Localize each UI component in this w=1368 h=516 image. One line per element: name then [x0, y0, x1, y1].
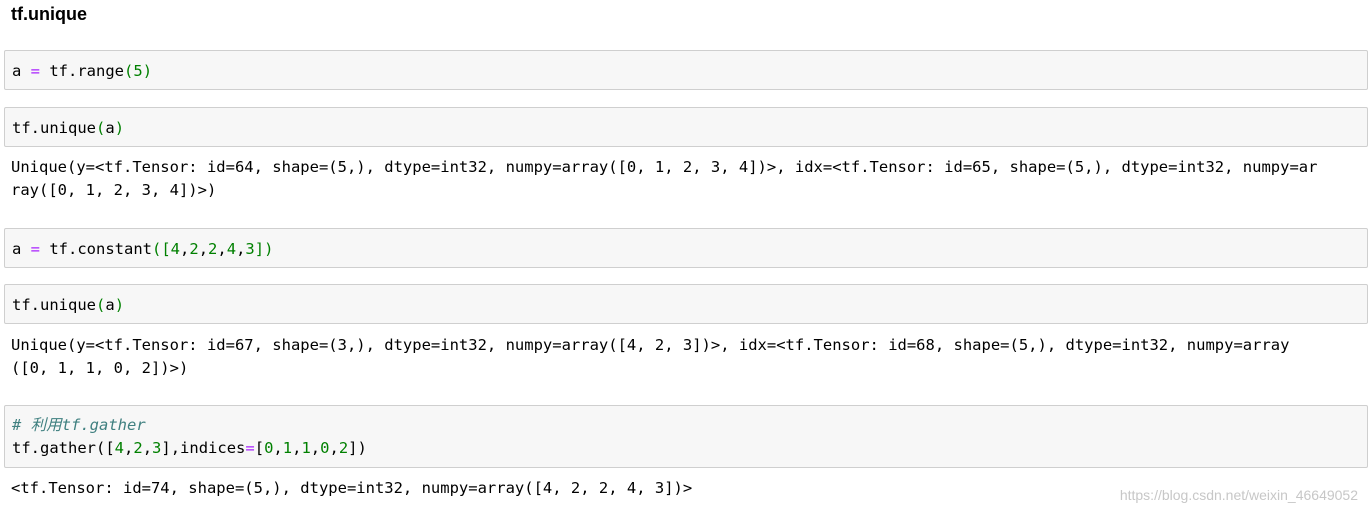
code-token: tf.range: [40, 62, 125, 80]
code-token: a: [105, 296, 115, 314]
code-cell-4[interactable]: tf.unique(a): [4, 284, 1368, 324]
code-token: a: [12, 240, 31, 258]
code-number: 4: [114, 439, 125, 457]
code-line: tf.unique(a): [12, 294, 124, 316]
code-cell-5[interactable]: # 利用tf.gather tf.gather([4,2,3],indices=…: [4, 405, 1368, 468]
code-token: ],indices: [161, 439, 246, 457]
cell-output-line: Unique(y=<tf.Tensor: id=64, shape=(5,), …: [11, 158, 1318, 176]
code-comment-line: # 利用tf.gather: [12, 414, 146, 436]
code-token: a: [105, 119, 115, 137]
code-token: ,: [142, 439, 153, 457]
code-token: tf.constant: [40, 240, 152, 258]
code-operator: =: [30, 62, 41, 80]
cell-output-line: <tf.Tensor: id=74, shape=(5,), dtype=int…: [11, 479, 693, 497]
code-line: tf.gather([4,2,3],indices=[0,1,1,0,2]): [12, 437, 367, 459]
code-cell-1[interactable]: a = tf.range(5): [4, 50, 1368, 90]
code-cell-3[interactable]: a = tf.constant([4,2,2,4,3]): [4, 228, 1368, 268]
code-operator: =: [30, 240, 41, 258]
code-token: tf.unique: [12, 119, 96, 137]
code-paren: ): [142, 62, 153, 80]
code-paren: (: [124, 62, 134, 80]
code-token: ,: [329, 439, 339, 457]
code-token: ,: [217, 240, 227, 258]
code-token: ,: [124, 439, 134, 457]
cell-output-line: Unique(y=<tf.Tensor: id=67, shape=(3,), …: [11, 336, 1290, 354]
code-number: 0: [264, 439, 274, 457]
code-number: 3: [152, 439, 162, 457]
code-token: ]): [348, 439, 367, 457]
code-paren: ): [114, 296, 125, 314]
code-number: 1: [301, 439, 311, 457]
code-number: 2: [208, 240, 218, 258]
code-number: 2: [338, 439, 349, 457]
code-paren: (: [96, 296, 106, 314]
code-line: a = tf.range(5): [12, 60, 152, 82]
code-number: 4: [170, 240, 181, 258]
code-paren: ): [114, 119, 125, 137]
code-number: 2: [133, 439, 143, 457]
code-number: 1: [282, 439, 293, 457]
cell-output-line: ray([0, 1, 2, 3, 4])>): [11, 181, 217, 199]
code-token: a: [12, 62, 31, 80]
watermark-text: https://blog.csdn.net/weixin_46649052: [1119, 487, 1358, 503]
code-number: 4: [226, 240, 237, 258]
code-token: ([: [96, 439, 115, 457]
code-line: a = tf.constant([4,2,2,4,3]): [12, 238, 273, 260]
code-token: tf.gather: [12, 439, 96, 457]
code-cell-2[interactable]: tf.unique(a): [4, 107, 1368, 147]
code-token: ,: [292, 439, 302, 457]
cell-output-line: ([0, 1, 1, 0, 2])>): [11, 359, 189, 377]
code-line: tf.unique(a): [12, 117, 124, 139]
code-token: tf.unique: [12, 296, 96, 314]
code-token: ,: [310, 439, 321, 457]
code-token: ,: [273, 439, 283, 457]
code-token: [: [254, 439, 265, 457]
code-paren: (: [96, 119, 106, 137]
code-number: 0: [320, 439, 330, 457]
code-comment: # 利用tf.gather: [12, 416, 146, 434]
code-number: 5: [133, 62, 143, 80]
code-number: 3: [245, 240, 255, 258]
code-token: ,: [180, 240, 190, 258]
code-operator: =: [245, 439, 255, 457]
code-paren: ]): [254, 240, 274, 258]
code-number: 2: [189, 240, 199, 258]
code-token: ,: [236, 240, 246, 258]
section-heading: tf.unique: [11, 4, 87, 24]
code-token: ,: [198, 240, 209, 258]
code-paren: ([: [152, 240, 171, 258]
